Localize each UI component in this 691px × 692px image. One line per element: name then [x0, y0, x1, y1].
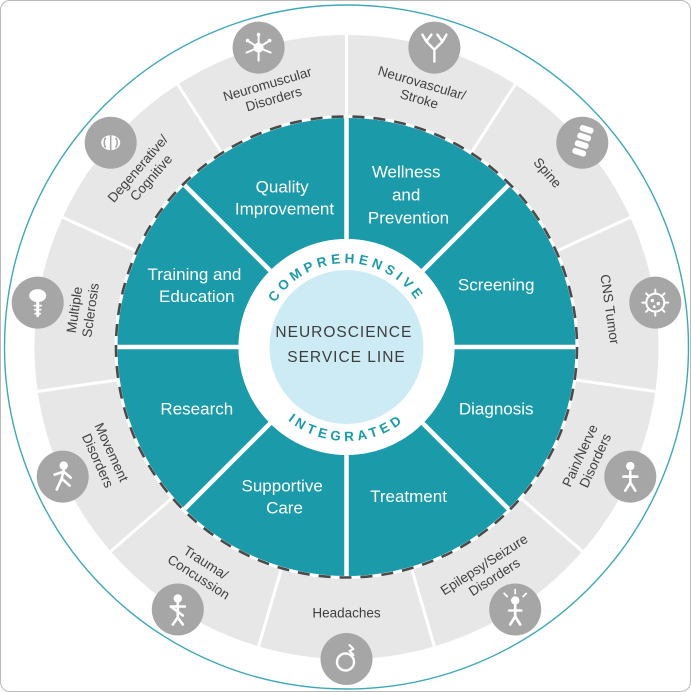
core-function-labels: Wellness and Prevention Screening Diagno… — [147, 162, 534, 517]
brain-icon — [84, 116, 137, 169]
inner-segment-label-wellness: Wellness and Prevention — [368, 162, 449, 227]
center-title: NEUROSCIENCE SERVICE LINE — [275, 324, 417, 366]
specialty-ring-dividers — [37, 35, 656, 647]
inner-segment-label-training: Training and Education — [147, 265, 246, 306]
inner-segment-label-quality: Quality Improvement — [235, 177, 334, 218]
outer-segment-label-headaches: Headaches — [312, 606, 381, 621]
headache-face-icon — [320, 633, 373, 685]
center-circle — [269, 270, 424, 424]
injured-person-icon — [151, 583, 204, 636]
seizure-person-icon — [489, 583, 542, 636]
inner-segment-label-research: Research — [160, 400, 233, 419]
pain-person-icon — [604, 450, 657, 503]
vascular-tree-icon — [408, 21, 461, 74]
specialty-icons — [11, 21, 682, 685]
core-ring-dividers — [117, 118, 576, 576]
inner-segment-label-supportive-care: Supportive Care — [241, 477, 327, 518]
tumor-cell-icon — [629, 276, 682, 329]
inner-segment-label-screening: Screening — [458, 276, 535, 295]
walking-person-icon — [36, 450, 89, 503]
neuron-icon — [232, 21, 285, 74]
brain-spine-icon — [11, 276, 64, 329]
inner-segment-label-treatment: Treatment — [370, 487, 447, 506]
spine-icon — [556, 116, 609, 169]
inner-segment-label-diagnosis: Diagnosis — [459, 400, 534, 419]
dashed-border-circle — [114, 115, 579, 579]
